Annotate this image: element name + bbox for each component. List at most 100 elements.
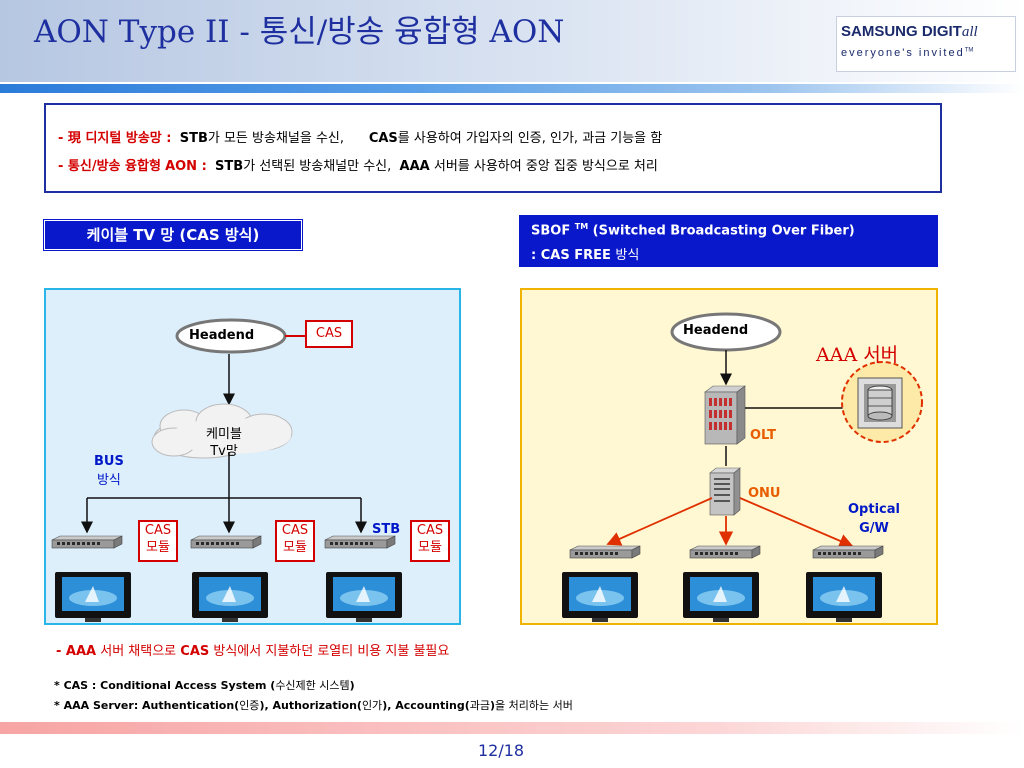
hdr-text: (Switched Broadcasting Over Fiber) (588, 223, 855, 239)
onu-arrow-left (606, 497, 713, 546)
headend-label: Headend (189, 328, 255, 343)
note-cas: CAS (180, 644, 210, 659)
note-text: 방식에서 지불하던 로열티 비용 지불 불필요 (209, 644, 450, 659)
cloud-label-line: 케미블 (206, 427, 242, 442)
router-device-icon (689, 545, 761, 559)
intro-stb: STB (179, 131, 208, 146)
tv-icon (192, 572, 268, 622)
cable-tv-header: 케이블 TV 망 (CAS 방식) (43, 219, 303, 251)
def-text: ), Accounting( (382, 699, 470, 712)
cable-diagram (51, 318, 402, 622)
sbof-header-line-2: : CAS FREE 방식 (531, 244, 639, 263)
def-text: ) (490, 699, 496, 712)
tv-icon (326, 572, 402, 622)
logo-tm: TM (964, 47, 974, 54)
logo-tagline: everyone's invited (841, 47, 965, 59)
page-number: 12/18 (478, 741, 525, 760)
logo-text: SAMSUNG DIGIT (841, 23, 962, 40)
logo-text-italic: all (961, 24, 978, 40)
disk-server-icon (841, 361, 923, 443)
bus-label: BUS 방식 (94, 452, 124, 490)
hdr-text: SBOF (531, 223, 575, 239)
sbof-header: SBOF TM (Switched Broadcasting Over Fibe… (519, 215, 938, 267)
cas-module-line: CAS (144, 523, 172, 538)
onu-arrow-right (739, 497, 854, 548)
router-device-icon (51, 535, 123, 549)
tv-icon (683, 572, 759, 622)
tv-icon (55, 572, 131, 622)
samsung-logo: SAMSUNG DIGITall everyone's invitedTM (836, 16, 1016, 72)
onu-label: ONU (748, 486, 781, 501)
intro-box: - 現 디지털 방송망 : STB가 모든 방송채널을 수신, CAS를 사용하… (44, 103, 942, 193)
hdr-text: ) (252, 226, 260, 244)
aaa-server-label: AAA 서버 (816, 344, 899, 366)
router-device-icon (190, 535, 262, 549)
cas-module-line: CAS (281, 523, 309, 538)
server-rack-icon (704, 385, 746, 445)
intro-aaa: AAA (399, 159, 430, 174)
router-device-icon (812, 545, 884, 559)
hdr-text: 망 (155, 226, 180, 244)
def-text: ) (349, 679, 355, 692)
cas-module-line: 모듈 (146, 540, 170, 555)
aaa-definition: * AAA Server: Authentication(인증), Author… (54, 697, 573, 713)
bus-label-line: BUS (94, 454, 124, 469)
intro-aon: AON : (165, 159, 207, 174)
intro-line-2: - 통신/방송 융합형 AON : STB가 선택된 방송채널만 수신, AAA… (58, 155, 658, 174)
stb-label: STB (372, 522, 401, 537)
gw-label-line: G/W (859, 521, 889, 536)
bullet-dash: - (56, 644, 66, 659)
cas-module: CAS 모듈 (138, 520, 178, 562)
cloud-icon (151, 403, 293, 459)
cloud-label-line: Tv망 (210, 444, 238, 459)
cas-module: CAS 모듈 (275, 520, 315, 562)
tv-icon (562, 572, 638, 622)
def-text: 인증 (239, 699, 260, 712)
def-text: 수신제한 시스템 (275, 679, 350, 692)
intro-text: 서버를 사용하여 중앙 집중 방식으로 처리 (433, 159, 658, 174)
def-text: ), Authorization( (259, 699, 362, 712)
hdr-tm: TM (574, 222, 589, 231)
intro-stb: STB (215, 159, 244, 174)
hdr-text: TV (133, 226, 156, 244)
hdr-text: 케이블 (86, 226, 134, 244)
cas-box: CAS (305, 320, 353, 348)
bus-label-line: 방식 (96, 473, 121, 488)
gw-label-line: Optical (848, 502, 900, 517)
hdr-text: (CAS (179, 226, 220, 244)
hdr-text: : CAS FREE (531, 248, 616, 263)
optical-gw-label: Optical G/W (848, 500, 900, 538)
slide-title: AON Type II - 통신/방송 융합형 AON (34, 14, 565, 50)
tower-pc-icon (709, 467, 741, 516)
note-aaa: AAA (65, 644, 97, 659)
intro-label: 現 디지털 방송망 : (67, 131, 172, 146)
router-device-icon (324, 535, 396, 549)
intro-text: 를 사용하여 가입자의 인증, 인가, 과금 기능을 함 (397, 131, 663, 146)
cable-cloud-label: 케미블 Tv망 (184, 426, 264, 460)
def-text: * CAS : Conditional Access System ( (54, 679, 276, 692)
def-text: 인가 (361, 699, 383, 712)
intro-label: 통신/방송 융합형 (67, 159, 161, 174)
intro-text: 가 선택된 방송채널만 수신, (243, 159, 392, 174)
headend-label: Headend (683, 323, 749, 338)
bullet-dash: - (58, 131, 68, 146)
olt-label: OLT (750, 428, 777, 443)
cas-definition: * CAS : Conditional Access System (수신제한 … (54, 677, 355, 693)
footer-band (0, 722, 1024, 734)
intro-line-1: - 現 디지털 방송망 : STB가 모든 방송채널을 수신, CAS를 사용하… (58, 127, 662, 146)
router-device-icon (569, 545, 641, 559)
cas-module-line: 모듈 (283, 540, 307, 555)
def-text: 과금 (469, 699, 491, 712)
bullet-dash: - (58, 159, 68, 174)
def-text: * AAA Server: Authentication( (54, 699, 240, 712)
intro-cas: CAS (368, 131, 398, 146)
sbof-header-line-1: SBOF TM (Switched Broadcasting Over Fibe… (531, 222, 855, 238)
sbof-panel: Headend AAA 서버 OLT ONU Optical G/W (520, 288, 938, 625)
def-text: 을 처리하는 서버 (495, 699, 573, 712)
title-stripe (0, 84, 1024, 93)
royalty-note: - AAA 서버 채택으로 CAS 방식에서 지불하던 로열티 비용 지불 불필… (56, 640, 449, 659)
tv-icon (806, 572, 882, 622)
cas-module-line: CAS (416, 523, 444, 538)
cable-tv-panel: Headend CAS 케미블 Tv망 BUS 방식 STB CAS 모듈 CAS… (44, 288, 461, 625)
